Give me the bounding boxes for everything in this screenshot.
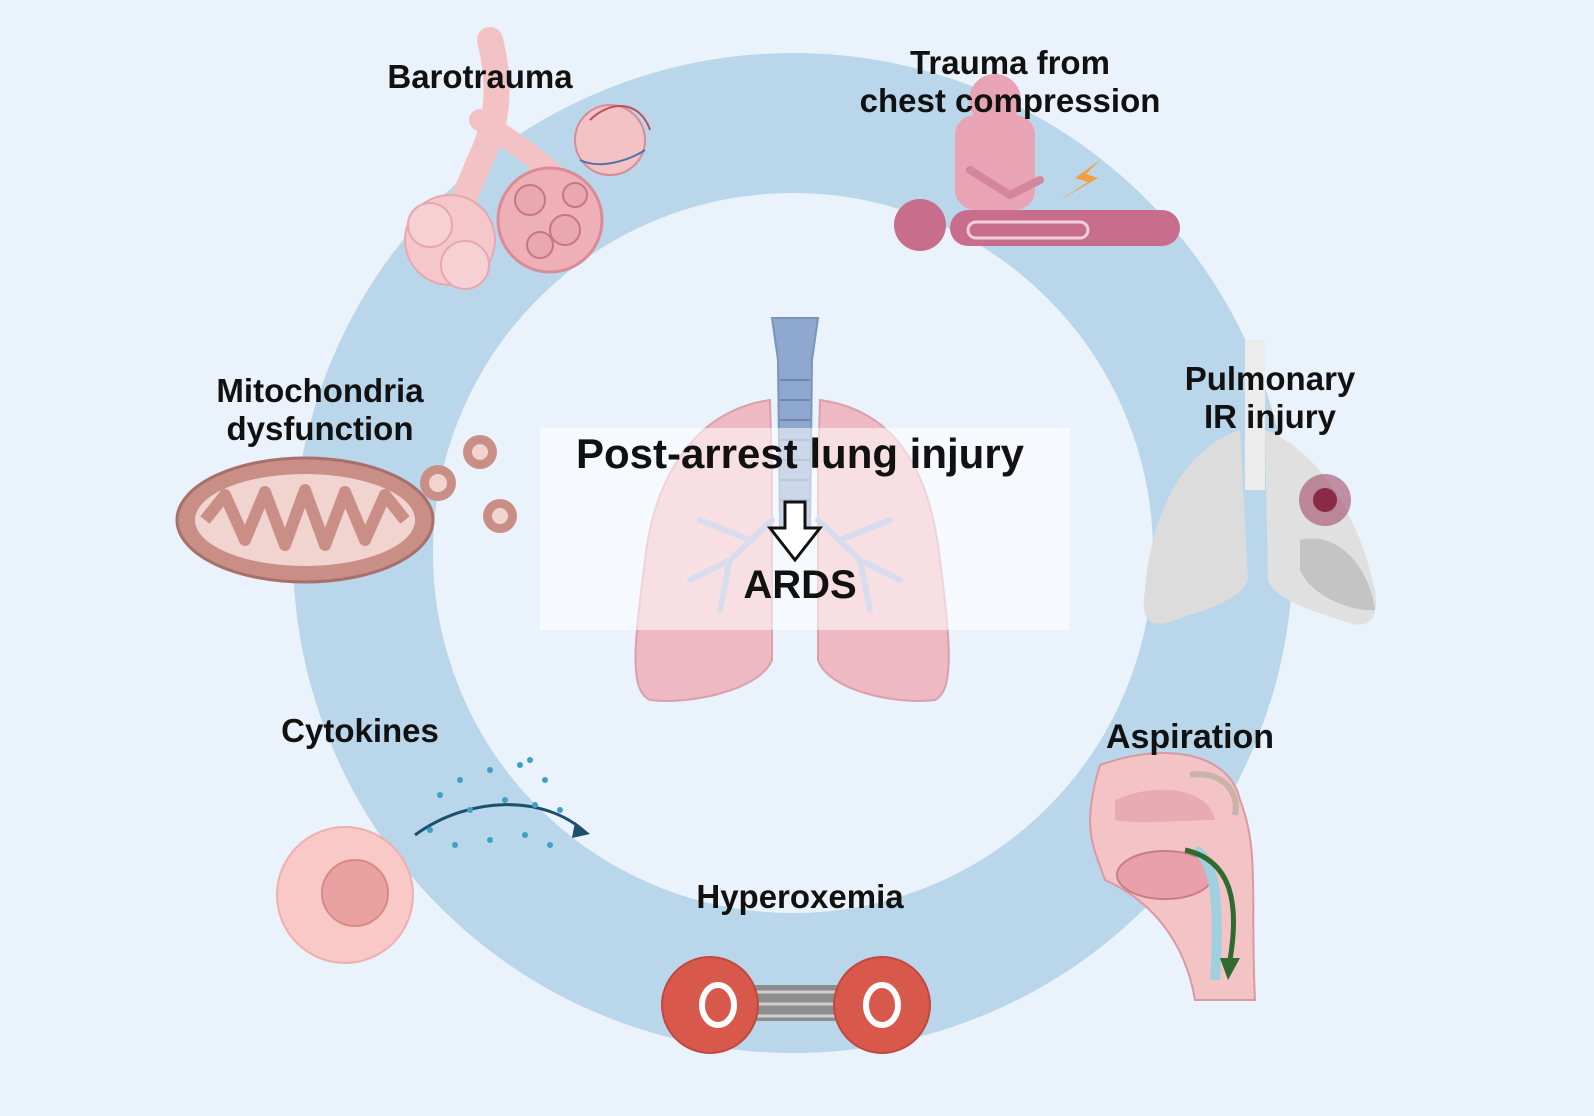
label-trauma: Trauma from chest compression	[820, 44, 1200, 120]
label-barotrauma-line1: Barotrauma	[387, 58, 573, 95]
oxygen-molecule-icon	[661, 956, 931, 1054]
label-trauma-line1: Trauma from	[910, 44, 1110, 81]
down-arrow-icon	[766, 500, 824, 563]
label-mitochondria: Mitochondria dysfunction	[170, 372, 470, 448]
label-mitochondria-line2: dysfunction	[226, 409, 414, 447]
label-aspiration: Aspiration	[1060, 718, 1320, 757]
mitochondria-icon	[175, 435, 517, 584]
label-pulmonary: Pulmonary IR injury	[1140, 360, 1400, 436]
label-trauma-line2: chest compression	[859, 81, 1161, 119]
label-pulmonary-line2: IR injury	[1203, 397, 1337, 435]
label-aspiration-line1: Aspiration	[1105, 718, 1275, 756]
cell-icon	[276, 757, 590, 964]
alveoli-icon	[404, 27, 651, 290]
label-cytokines: Cytokines	[250, 712, 470, 750]
label-barotrauma: Barotrauma	[330, 58, 630, 96]
label-hyperoxemia-line1: Hyperoxemia	[696, 878, 904, 915]
center-title: Post-arrest lung injury	[575, 430, 1025, 477]
label-cytokines-line1: Cytokines	[281, 712, 439, 749]
label-pulmonary-line1: Pulmonary	[1184, 360, 1356, 397]
label-hyperoxemia: Hyperoxemia	[650, 878, 950, 916]
lung-injury-icon	[1143, 340, 1376, 625]
label-mitochondria-line1: Mitochondria	[216, 372, 424, 409]
head-section-icon	[1089, 752, 1257, 1001]
spark-icon	[1060, 160, 1100, 200]
cpr-icon	[894, 74, 1180, 251]
center-result: ARDS	[743, 563, 857, 607]
